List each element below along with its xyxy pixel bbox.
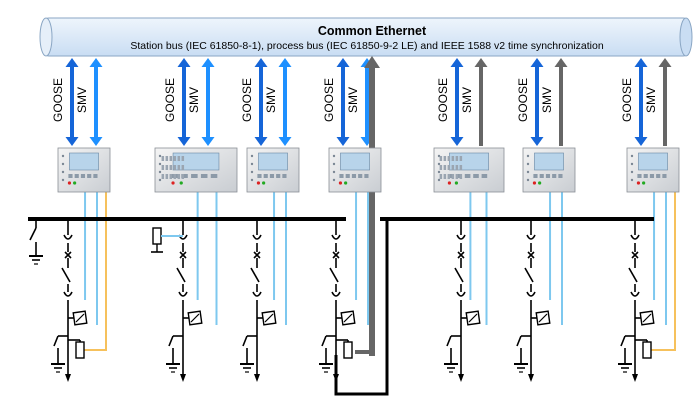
voltage-sensor-icon (343, 341, 353, 359)
goose-label-bay-5: GOOSE (436, 78, 450, 122)
relay-display (340, 152, 370, 171)
protection-relays (57, 147, 680, 193)
process-bus-uplink-head (364, 56, 380, 68)
goose-arrow-bay-5 (450, 58, 464, 146)
smv-label-bay-6: SMV (540, 87, 554, 113)
relay-bay-2 (154, 147, 238, 193)
smv-arrow-bay-1 (89, 58, 103, 146)
relay-bay-7 (626, 147, 680, 193)
relay-display (534, 152, 564, 171)
goose-arrow-bay-1 (65, 58, 79, 146)
busbar-voltage-transformer (151, 227, 183, 253)
smv-arrow-bay-7 (658, 58, 672, 146)
bus-title: Common Ethernet (318, 24, 427, 38)
goose-label-bay-2: GOOSE (163, 78, 177, 122)
smv-arrow-bay-3 (278, 58, 292, 146)
smv-arrow-bay-6 (554, 58, 568, 146)
goose-label-bay-6: GOOSE (516, 78, 530, 122)
common-ethernet-bus: Common Ethernet Station bus (IEC 61850-8… (39, 17, 693, 57)
busbar-earthing-switch (29, 219, 43, 265)
relay-bay-4 (328, 147, 382, 193)
voltage-sensor-icon (642, 341, 652, 359)
smv-arrow-bay-2 (201, 58, 215, 146)
switchgear-bay-7 (618, 219, 655, 382)
voltage-sensor-icon (75, 341, 85, 359)
goose-arrow-bay-6 (530, 58, 544, 146)
switchgear-bay-3 (240, 219, 277, 382)
switchgear-bay-6 (514, 219, 551, 382)
smv-arrow-bay-5 (474, 58, 488, 146)
relay-bay-6 (522, 147, 576, 193)
relay-bay-3 (246, 147, 300, 193)
relay-display (172, 152, 220, 171)
smv-label-bay-4: SMV (346, 87, 360, 113)
process-links (82, 192, 676, 396)
sense-link-bay-7 (649, 192, 676, 351)
switchgear-bay-2 (166, 219, 203, 382)
goose-arrow-bay-3 (254, 58, 268, 146)
relay-display (258, 152, 288, 171)
smv-label-bay-3: SMV (264, 87, 278, 113)
relay-display (449, 152, 489, 171)
communication-arrows: GOOSE SMV GOOSE SMV GOOSE SMV GOOSE SMV GOOSE SMV… (51, 56, 672, 356)
goose-arrow-bay-4 (336, 58, 350, 146)
goose-arrow-bay-2 (177, 58, 191, 146)
relay-display (69, 152, 99, 171)
smv-label-bay-2: SMV (187, 87, 201, 113)
goose-label-bay-7: GOOSE (620, 78, 634, 122)
relay-display (638, 152, 668, 171)
smv-label-bay-7: SMV (644, 87, 658, 113)
switchgear-bay-1 (51, 219, 88, 382)
goose-arrow-bay-7 (634, 58, 648, 146)
goose-label-bay-3: GOOSE (240, 78, 254, 122)
switchgear-bay-5 (444, 219, 481, 382)
smv-label-bay-5: SMV (460, 87, 474, 113)
bus-subtitle: Station bus (IEC 61850-8-1), process bus… (130, 40, 603, 52)
switchgear-bay-4 (319, 219, 356, 382)
switchgear-bays (29, 219, 655, 382)
process-bus-uplink (369, 66, 375, 356)
goose-label-bay-4: GOOSE (322, 78, 336, 122)
sense-link-bay-1 (82, 192, 107, 351)
goose-label-bay-1: GOOSE (51, 78, 65, 122)
bus-coupler-loop (334, 219, 389, 396)
smv-label-bay-1: SMV (75, 87, 89, 113)
relay-bay-1 (57, 147, 111, 193)
relay-bay-5 (433, 147, 505, 193)
